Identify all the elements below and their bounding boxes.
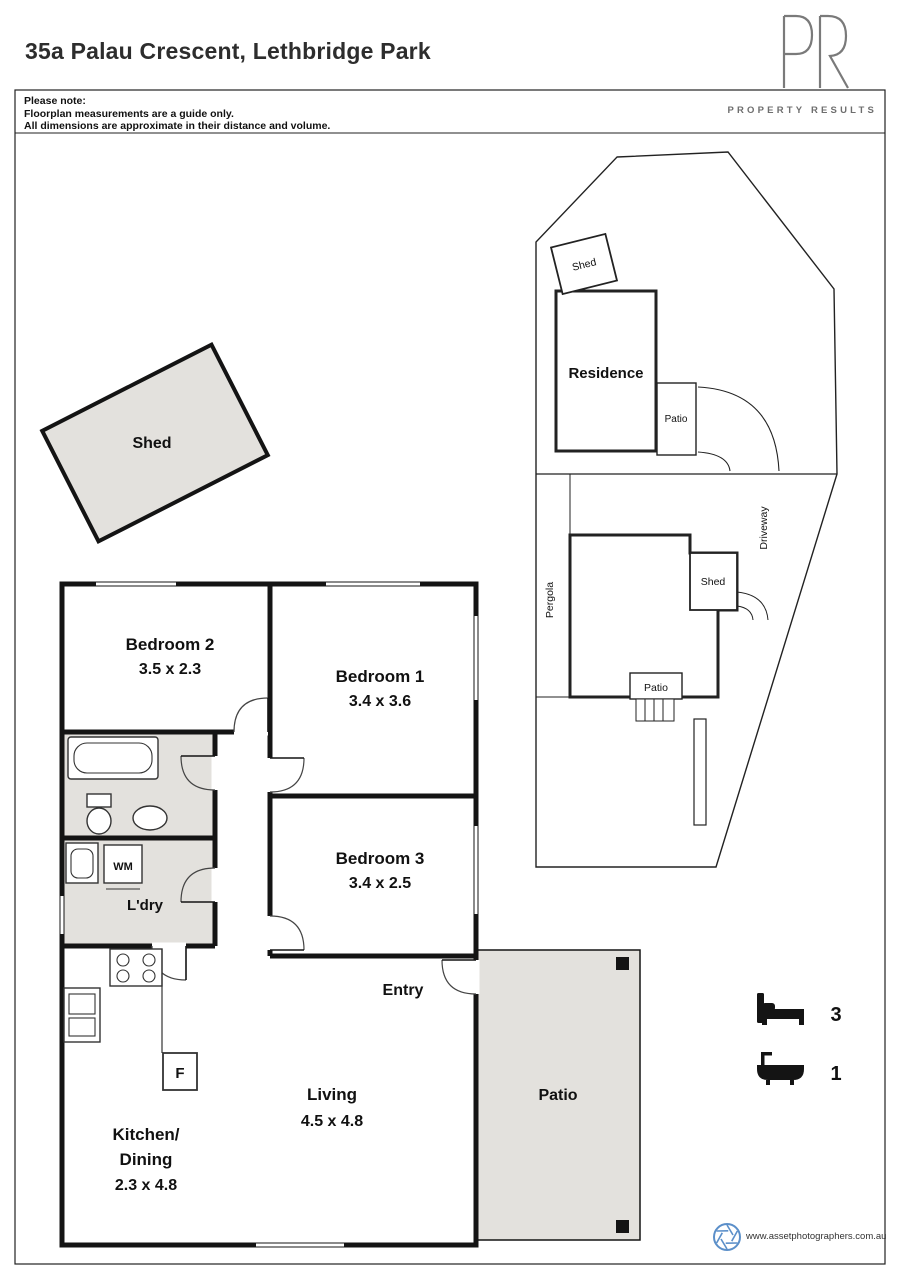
site-shed-rear-outline [689,552,738,611]
driveway-label: Driveway [758,506,770,550]
patio-post [616,1220,629,1233]
wm-label: WM [113,861,133,873]
bathroom-count: 1 [830,1063,841,1085]
site-patio-top-label: Patio [665,414,688,425]
windows [60,582,478,1247]
gate-arc-outer [736,591,769,621]
detached-shed: Shed [39,341,271,545]
kitchen-dims: 2.3 x 4.8 [115,1177,177,1194]
steps [635,698,675,722]
bedroom2-label: Bedroom 2 [126,635,215,654]
residence-label: Residence [568,365,643,382]
kitchen-label-line1: Kitchen/ [112,1125,179,1144]
gate-arc-inner [736,605,754,621]
page-title: 35a Palau Crescent, Lethbridge Park [25,38,431,64]
door-openings [152,728,480,994]
driveway-curve-inner [697,451,731,472]
stove-icon [109,948,163,987]
summary: 3 1 [757,993,842,1085]
fridge-icon [162,1052,198,1091]
bathtub-inner-icon [73,742,153,774]
page-border [14,89,886,1265]
patio-post [616,957,629,970]
washing-machine-icon [103,844,143,884]
photographer-website: www.assetphotographers.com.au [746,1231,887,1242]
shed-label: Shed [132,435,171,452]
disclaimer-line-2: Floorplan measurements are a guide only. [24,107,234,120]
bedroom1-label: Bedroom 1 [336,667,425,686]
site-shed-rear-label: Shed [701,576,726,588]
laundry-label: L'dry [127,897,164,914]
bedroom2-dims: 3.5 x 2.3 [139,661,201,678]
kitchen-label-line2: Dining [120,1150,173,1169]
door-leaves [181,698,476,980]
site-patio-rear-outline [629,672,683,700]
site-patio-rear-label: Patio [644,682,668,694]
main-floorplan: Bedroom 2 3.5 x 2.3 Bedroom 1 3.4 x 3.6 … [59,581,641,1248]
fridge-label: F [175,1065,184,1082]
bedroom1-dims: 3.4 x 3.6 [349,693,411,710]
site-patio-top-outline [656,382,697,456]
property-results-logo-icon [782,14,849,89]
site-plan: Shed Patio Shed Patio Pergola [535,151,838,868]
bedroom3-label: Bedroom 3 [336,849,425,868]
kitchen-fixtures [63,948,198,1091]
site-shed-top: Shed [549,232,619,296]
living-label: Living [307,1085,357,1104]
disclaimer-line-3: All dimensions are approximate in their … [24,120,331,132]
basin-icon [132,805,168,831]
bed-icon [757,993,804,1025]
laundry-fixtures [65,842,143,890]
living-dims: 4.5 x 4.8 [301,1113,363,1130]
bath-icon [757,1052,804,1085]
toilet-tank-icon [86,793,112,808]
disclaimer-line-1: Please note: [24,95,86,107]
patio-label: Patio [538,1087,577,1104]
disclaimer-note: Please note: Floorplan measurements are … [24,95,330,133]
toilet-bowl-icon [86,807,112,835]
door-arcs [151,697,477,995]
property-boundary [535,151,838,868]
side-path-outline [693,718,707,826]
site-shed-top-label: Shed [571,256,598,274]
bedroom-count: 3 [830,1004,841,1026]
asset-photographers-logo-icon [713,1223,741,1251]
bedroom3-dims: 3.4 x 2.5 [349,875,411,892]
residence-outline [554,289,658,453]
bathroom-fixtures [67,736,168,835]
room-labels: Bedroom 2 3.5 x 2.3 Bedroom 1 3.4 x 3.6 … [112,635,577,1194]
brand-wordmark: PROPERTY RESULTS [727,105,877,116]
entry-label: Entry [383,982,424,999]
pergola-label: Pergola [544,582,556,618]
driveway-curve-outer [697,386,780,472]
